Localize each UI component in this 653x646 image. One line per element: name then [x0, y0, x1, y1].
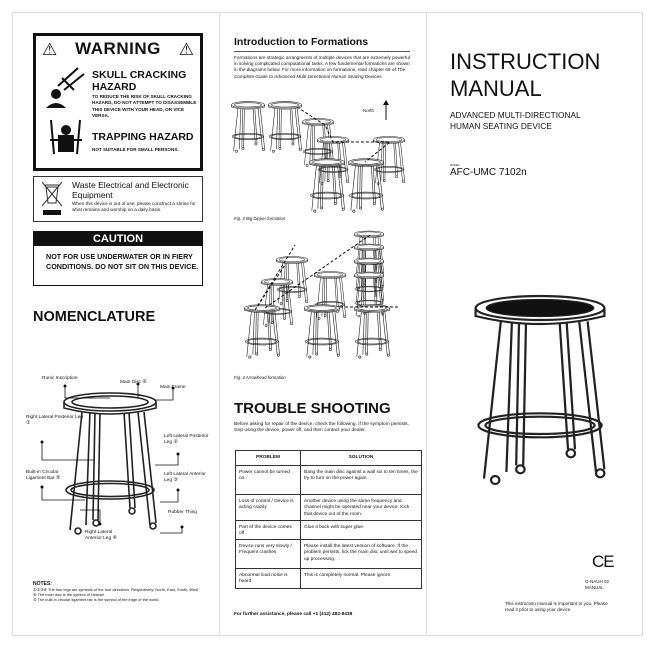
note-item: ⑤ The built-in circular ligament bar is …: [33, 597, 160, 602]
intro-text: Formations are strategic arrangments of …: [234, 55, 410, 73]
note-item: ⑥ The main disc is the symbol of Heaven: [33, 592, 105, 597]
skull-hazard-text: TO REDUCE THE RISK OF SKULL CRACKING HAZ…: [92, 94, 197, 118]
label-right-lateral-posterior-leg: Right Lateral Posterior Leg ①: [26, 415, 84, 426]
cover-stool-image: [465, 292, 615, 492]
book-title: The Complete Guide to Advanced Multi-Dir…: [234, 67, 406, 79]
label-left-lateral-posterior-leg: Left Lateral Posterior Leg ②: [164, 434, 209, 445]
panel-divider: [426, 12, 427, 634]
problem-cell: Power cannot be turned on.: [235, 465, 301, 496]
solution-cell: Bang the main disc against a wall six to…: [300, 465, 422, 496]
label-main-frame: Main Frame: [160, 385, 186, 390]
cover-title-line: MANUAL: [450, 76, 542, 101]
weee-text: When this device is out of use, please c…: [72, 201, 196, 212]
code-line: MANUAL: [585, 585, 604, 590]
manual-code: G-NAUH 02 MANUAL: [585, 579, 609, 591]
cover-title-line: INSTRUCTION: [450, 49, 601, 74]
caution-title: CAUTION: [34, 232, 202, 246]
skull-hazard-title: SKULL CRACKING HAZARD: [92, 69, 187, 93]
big-dipper-figure: [231, 101, 405, 213]
notes: NOTES: ①②③④ The four legs are symbols of…: [33, 581, 213, 603]
trouble-footer: For further assistance, please call +1 (…: [234, 612, 353, 617]
formations-title: Introduction to Formations: [234, 36, 369, 48]
ce-mark: CE: [592, 552, 615, 571]
north-arrow-icon: [383, 100, 389, 120]
col-header-problem: PROBLEM: [235, 449, 301, 467]
label-main-disc: Main Disc ⑥: [120, 380, 147, 385]
north-label: North: [363, 108, 375, 113]
table-row: Loss of control / Device is acting crazi…: [235, 494, 422, 521]
problem-cell: Part of the device comes off: [235, 519, 301, 541]
subtitle-line: ADVANCED MULTI-DIRECTIONAL: [450, 110, 581, 120]
formations-intro: Formations are strategic arrangments of …: [234, 55, 414, 80]
warning-triangle-icon: ⚠: [178, 40, 194, 59]
notes-title: NOTES:: [33, 581, 52, 587]
warning-title: WARNING: [75, 39, 161, 58]
weee-title: Waste Electrical and Electronic Equipmen…: [72, 180, 189, 200]
nomenclature-diagram: [40, 382, 184, 535]
cover-footer: This instruction manual is important to …: [505, 601, 608, 613]
page-border: [12, 12, 643, 636]
warning-triangle-icon: ⚠: [42, 40, 58, 59]
arrowhead-figure: [244, 230, 400, 359]
model-label: MODEL: [450, 163, 460, 167]
label-ligament-bar: Built-in Circular Ligament Bar ⑤: [26, 470, 61, 481]
solution-cell: This is completely normal. Please ignore…: [300, 568, 422, 589]
problem-cell: Loss of control / Device is acting crazi…: [235, 494, 301, 521]
skull-hazard-icon: [46, 67, 85, 108]
note-item: ①②③④ The four legs are symbols of the fo…: [33, 587, 199, 592]
warning-box: ⚠ WARNING ⚠ SKULL CRACKING HAZARD TO RED…: [33, 33, 203, 171]
table-row: Power cannot be turned on.Bang the main …: [235, 465, 422, 496]
solution-cell: Please install the latest version of sof…: [300, 539, 422, 570]
problem-cell: Abnormal loud noise is heard: [235, 568, 301, 589]
code-line: G-NAUH 02: [585, 579, 610, 584]
nomenclature-title: NOMENCLATURE: [33, 309, 156, 325]
fig3-caption: Fig. 3 Big Dipper formation: [234, 216, 286, 221]
cover-subtitle: ADVANCED MULTI-DIRECTIONAL HUMAN SEATING…: [450, 110, 581, 132]
trapping-hazard-text: NOT SUITABLE FOR SMALL PERSONS.: [92, 147, 179, 152]
cover-title: INSTRUCTION MANUAL: [450, 48, 600, 102]
table-row: Device runs very slowly / Frequent crash…: [235, 539, 422, 570]
panel-divider: [219, 12, 220, 634]
trouble-title: TROUBLE SHOOTING: [234, 400, 391, 417]
label-runic-inscription: Runic Inscription: [42, 376, 78, 381]
subtitle-line: HUMAN SEATING DEVICE: [450, 121, 552, 131]
caution-text: NOT FOR USE UNDERWATER OR IN FIERY CONDI…: [46, 252, 199, 271]
trapping-hazard-title: TRAPPING HAZARD: [92, 131, 194, 143]
solution-cell: Another device using the same frequency …: [300, 494, 422, 521]
caution-box: CAUTION NOT FOR USE UNDERWATER OR IN FIE…: [33, 231, 203, 286]
weee-box: Waste Electrical and Electronic Equipmen…: [33, 176, 203, 222]
label-left-lateral-anterior-leg: Left Lateral Anterior Leg ③: [164, 472, 206, 483]
model-number: AFC-UMC 7102n: [450, 167, 527, 178]
problem-cell: Device runs very slowly / Frequent crash…: [235, 539, 301, 570]
title-rule: [234, 51, 410, 52]
trouble-intro: Before asking for repair of the device, …: [234, 422, 409, 434]
label-rubber-thing: Rubber Thing: [168, 510, 197, 515]
crossed-bin-icon: [41, 181, 63, 215]
label-right-lateral-anterior-leg: Right Lateral Anterior Leg ④: [85, 530, 117, 541]
fig4-caption: Fig. 4 Arrowhead formation: [234, 375, 286, 380]
troubleshooting-table: PROBLEM SOLUTION Power cannot be turned …: [235, 449, 422, 589]
solution-cell: Glue it back with super glue.: [300, 519, 422, 541]
col-header-solution: SOLUTION: [300, 449, 422, 467]
trapping-hazard-icon: [50, 119, 82, 155]
